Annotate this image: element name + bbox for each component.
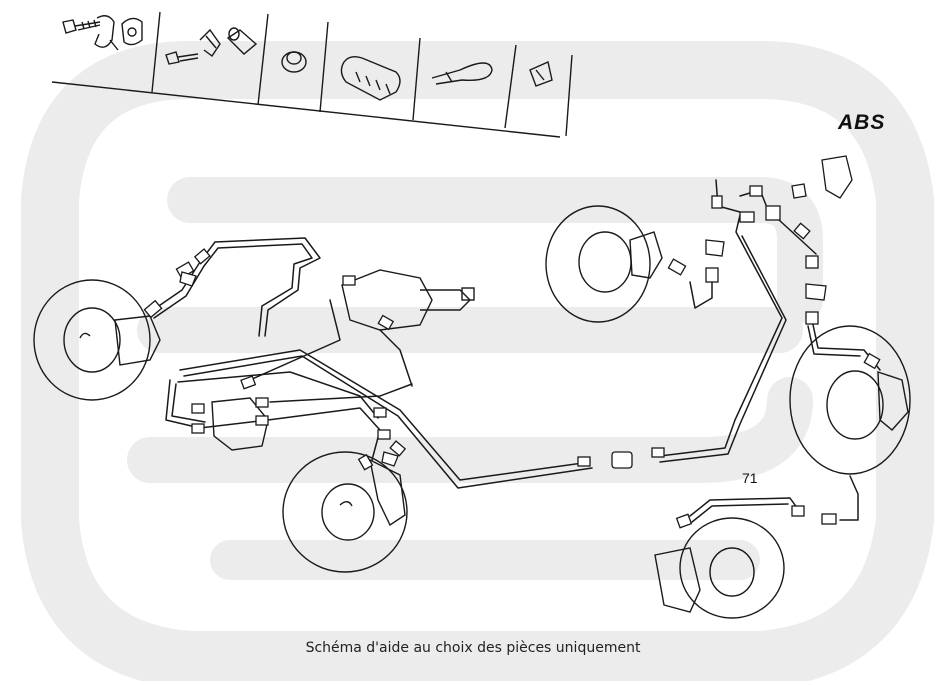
diagram-caption: Schéma d'aide au choix des pièces unique…: [305, 640, 641, 656]
clamp-icon: [94, 15, 119, 51]
abs-label: ABS: [838, 111, 886, 134]
holder-clip-icon: [199, 28, 221, 58]
grommet-icon: [121, 17, 143, 46]
reference-number-71: 71: [742, 470, 758, 486]
rubber-grommet-icon: [281, 51, 307, 73]
pressure-distributor: [211, 397, 269, 451]
front-right-brake-disc: [545, 205, 663, 323]
clip-insert-icon: [529, 61, 553, 87]
rear-right-brake-disc: [789, 325, 911, 475]
rear-left-brake-disc: [282, 451, 408, 573]
screw-icon: [165, 51, 199, 65]
parts-legend: [51, 11, 573, 138]
rear-disc-lower: [654, 517, 785, 619]
front-left-brake-disc: [33, 279, 161, 401]
master-cylinder: [341, 269, 475, 331]
bolt-icon: [62, 19, 101, 34]
fittings: [143, 155, 881, 529]
sleeve-icon: [226, 27, 258, 55]
cable-tie-icon: [431, 62, 493, 85]
watermark-logo: [21, 41, 934, 685]
damper-block-icon: [340, 55, 401, 101]
